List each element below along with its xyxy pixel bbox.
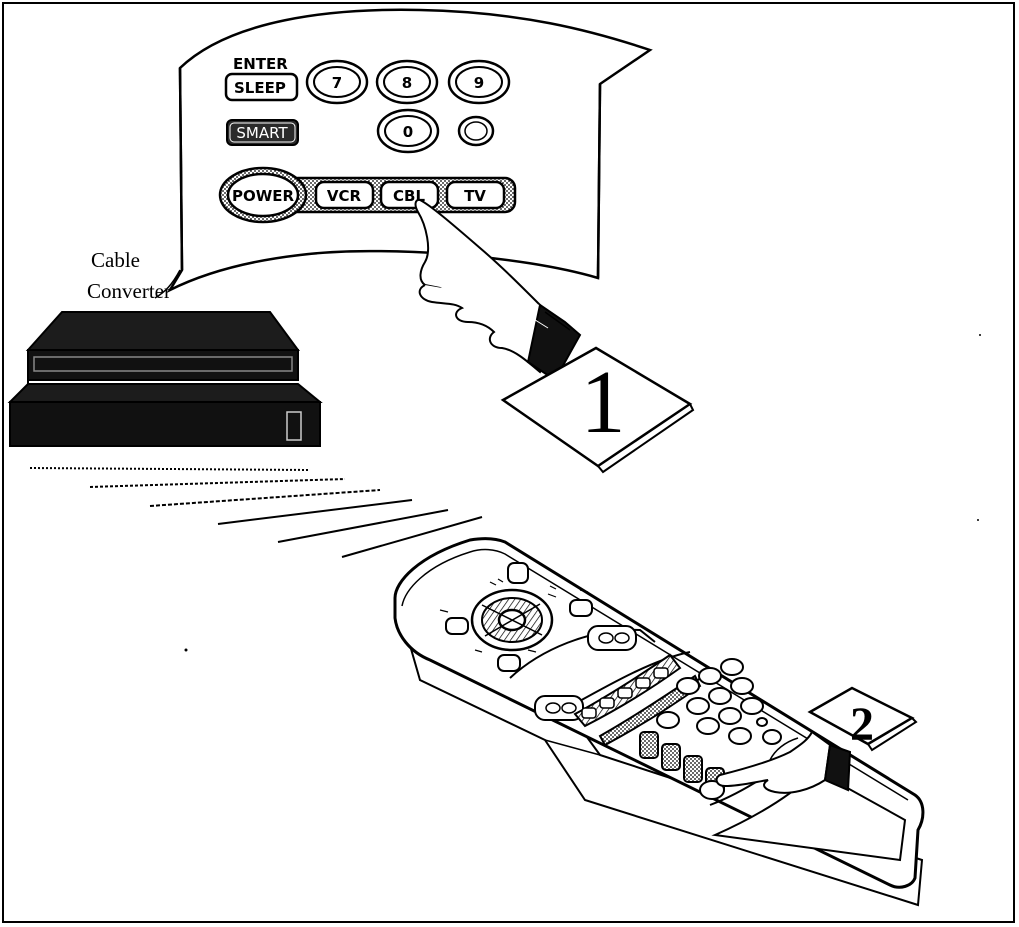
- step-1-number: 1: [581, 353, 626, 452]
- digit-7-label: 7: [332, 74, 342, 92]
- digit-9-button[interactable]: 9: [449, 61, 509, 103]
- step-2-number: 2: [850, 698, 874, 751]
- ir-signal-icon: [30, 468, 482, 557]
- sleep-button-label: SLEEP: [234, 79, 286, 97]
- digit-0-label: 0: [403, 123, 413, 141]
- power-button[interactable]: POWER: [220, 168, 306, 222]
- smart-button-label: SMART: [236, 124, 288, 142]
- tv-button[interactable]: TV: [447, 182, 504, 208]
- vcr-button[interactable]: VCR: [316, 182, 373, 208]
- smart-button[interactable]: SMART: [227, 120, 298, 145]
- vcr-button-label: VCR: [327, 187, 362, 205]
- enter-label: ENTER: [233, 55, 288, 73]
- callout-line-1: Cable: [91, 248, 140, 272]
- step-1-card: 1: [503, 348, 693, 472]
- speck: [977, 519, 979, 521]
- callout-line-2: Converter: [87, 279, 171, 303]
- sleep-button[interactable]: SLEEP: [226, 74, 297, 100]
- tv-button-label: TV: [464, 187, 486, 205]
- speck: [185, 649, 188, 652]
- power-button-label: POWER: [232, 187, 295, 205]
- digit-7-button[interactable]: 7: [307, 61, 367, 103]
- digit-8-button[interactable]: 8: [377, 61, 437, 103]
- cable-box-icon: [10, 312, 320, 446]
- digit-8-label: 8: [402, 74, 412, 92]
- digit-0-button[interactable]: 0: [378, 110, 438, 152]
- round-button[interactable]: [459, 117, 493, 145]
- digit-9-label: 9: [474, 74, 484, 92]
- remote-closeup-panel: [155, 10, 650, 298]
- cbl-button[interactable]: CBL: [381, 182, 438, 208]
- speck: [979, 334, 981, 336]
